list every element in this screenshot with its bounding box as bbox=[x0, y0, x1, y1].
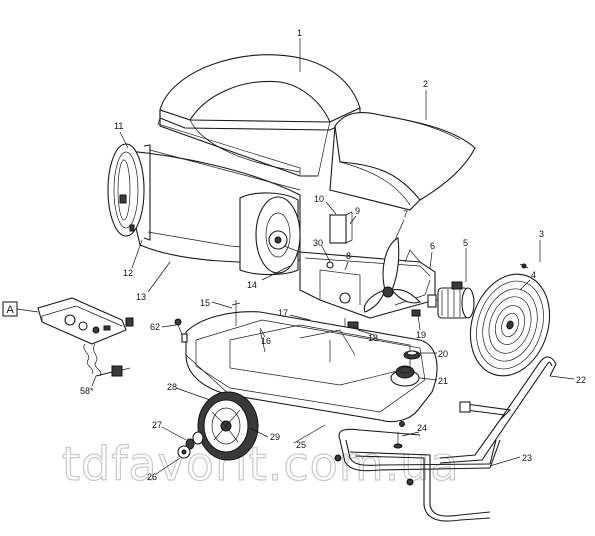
part-bolt bbox=[393, 421, 405, 449]
section-marker-a: A bbox=[2, 301, 39, 317]
callout-16: 16 bbox=[261, 336, 271, 346]
callout-22: 22 bbox=[576, 375, 586, 385]
part-upper-cover-right bbox=[329, 112, 476, 211]
part-fan-guard bbox=[469, 273, 551, 377]
part-wheel bbox=[197, 391, 259, 461]
callout-58: 58* bbox=[80, 386, 94, 396]
callout-29: 29 bbox=[270, 432, 280, 442]
callout-30: 30 bbox=[313, 238, 323, 248]
callout-17: 17 bbox=[278, 308, 288, 318]
callout-26: 26 bbox=[147, 472, 157, 482]
part-filler-cap bbox=[390, 365, 420, 387]
callout-23: 23 bbox=[522, 453, 532, 463]
part-washers bbox=[177, 431, 204, 459]
part-control-panel bbox=[37, 297, 134, 377]
callout-62: 62 bbox=[150, 322, 160, 332]
part-fuel-tank bbox=[185, 300, 438, 423]
callout-12: 12 bbox=[123, 268, 133, 278]
part-drain-plug bbox=[174, 318, 188, 343]
part-internal-frame bbox=[299, 211, 436, 331]
callout-21: 21 bbox=[438, 376, 448, 386]
callout-18: 18 bbox=[368, 333, 378, 343]
callout-27: 27 bbox=[152, 420, 162, 430]
part-screw bbox=[519, 263, 529, 269]
callout-24: 24 bbox=[417, 423, 427, 433]
part-burner-head bbox=[239, 192, 301, 276]
part-fan bbox=[363, 237, 422, 313]
callout-labels: 1 2 3 4 5 6 7 8 9 10 11 12 13 14 15 16 1… bbox=[80, 28, 586, 482]
callout-9: 9 bbox=[355, 206, 360, 216]
part-fuel-gauge bbox=[403, 350, 421, 360]
part-upper-cover-left bbox=[157, 54, 361, 177]
leader-lines bbox=[91, 38, 575, 475]
callout-20: 20 bbox=[438, 349, 448, 359]
callout-1: 1 bbox=[297, 28, 302, 38]
callout-19: 19 bbox=[416, 330, 426, 340]
callout-5: 5 bbox=[463, 238, 468, 248]
callout-28: 28 bbox=[167, 382, 177, 392]
section-marker-label: A bbox=[7, 304, 15, 316]
callout-8: 8 bbox=[346, 251, 351, 261]
callout-6: 6 bbox=[430, 241, 435, 251]
part-motor bbox=[427, 281, 475, 319]
callout-10: 10 bbox=[314, 194, 324, 204]
part-trolley-frame bbox=[334, 356, 557, 522]
watermark-text: tdfavorit.com.ua bbox=[62, 437, 460, 491]
callout-7: 7 bbox=[403, 209, 408, 219]
callout-11: 11 bbox=[114, 121, 123, 131]
callout-25: 25 bbox=[296, 440, 306, 450]
callout-13: 13 bbox=[136, 292, 146, 302]
callout-4: 4 bbox=[531, 270, 536, 280]
callout-3: 3 bbox=[539, 229, 544, 239]
callout-2: 2 bbox=[423, 79, 428, 89]
callout-15: 15 bbox=[200, 298, 210, 308]
callout-14: 14 bbox=[247, 280, 257, 290]
